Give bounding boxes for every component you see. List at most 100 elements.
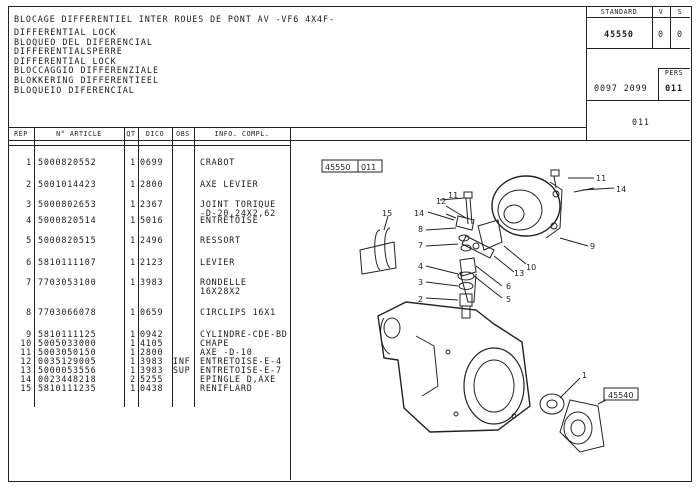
row-dico: 4105 [140, 338, 164, 348]
row-rep: 4 [26, 215, 32, 225]
row-article: 5000820515 [38, 235, 97, 245]
row-info: CYLINDRE-CDE-BD [200, 329, 288, 339]
col-header-article: N° ARTICLE [56, 130, 102, 138]
corner-rule [658, 68, 690, 69]
pers-value: 011 [665, 83, 683, 93]
v-value: 0 [658, 29, 664, 39]
row-rep: 13 [20, 365, 32, 375]
row-qt: 2 [130, 374, 136, 384]
row-info: LEVIER [200, 257, 236, 267]
s-label: S [677, 8, 683, 16]
callout-1: 1 [582, 371, 587, 380]
row-article: 5000053556 [38, 365, 97, 375]
page-ref: 011 [632, 117, 650, 127]
cylinder-part [491, 175, 561, 237]
col-header-qt: QT [126, 130, 136, 138]
row-article: 5000802653 [38, 199, 97, 209]
row-qt: 1 [130, 307, 136, 317]
callout-14b: 14 [414, 209, 424, 218]
corner-rule [658, 68, 659, 100]
col-header-rep: REP [14, 130, 28, 138]
row-rep: 3 [26, 199, 32, 209]
row-article: 7703066078 [38, 307, 97, 317]
breather-part [359, 241, 397, 275]
parts-sheet: BLOCAGE DIFFERENTIEL INTER ROUES DE PONT… [8, 6, 692, 482]
callout-2: 2 [418, 295, 423, 304]
row-article: 7703053100 [38, 277, 97, 287]
row-info: ENTRETOISE [200, 215, 259, 225]
corner-rule [586, 100, 690, 101]
chape-part [477, 219, 503, 251]
row-qt: 1 [130, 157, 136, 167]
col-divider [138, 127, 139, 407]
row-rep: 6 [26, 257, 32, 267]
row-article: 5005033000 [38, 338, 97, 348]
callout-7: 7 [418, 241, 423, 250]
language-title: BLOQUEO DEL DIFERENCIAL [14, 36, 153, 47]
row-info-extra: 16X28X2 [200, 286, 241, 296]
row-qt: 1 [130, 257, 136, 267]
callout-10: 10 [526, 263, 536, 272]
row-info: CIRCLIPS 16X1 [200, 307, 276, 317]
col-divider [194, 127, 195, 407]
row-rep: 10 [20, 338, 32, 348]
page-title: BLOCAGE DIFFERENTIEL INTER ROUES DE PONT… [14, 14, 335, 24]
row-dico: 2496 [140, 235, 164, 245]
exploded-diagram: 45550 011 45540 1 2 3 4 5 6 7 8 9 10 11 … [321, 159, 639, 453]
doc-number: 0097 2099 [594, 83, 648, 93]
header-bottom-rule [8, 140, 690, 141]
s-value: 0 [677, 29, 683, 39]
row-info: CHAPE [200, 338, 230, 348]
callout-15: 15 [382, 209, 392, 218]
col-divider [290, 127, 291, 480]
row-info-extra: -D-20,24X2,62 [200, 208, 276, 218]
callout-13: 13 [514, 269, 524, 278]
row-info: JOINT TORIQUE [200, 199, 276, 209]
callout-6: 6 [506, 282, 511, 291]
row-article: 5810111235 [38, 383, 97, 393]
row-qt: 1 [130, 365, 136, 375]
row-qt: 1 [130, 329, 136, 339]
language-title: DIFFERENTIALSPERRE [14, 46, 123, 57]
row-qt: 1 [130, 199, 136, 209]
callout-11: 11 [596, 174, 606, 183]
row-dico: 0438 [140, 383, 164, 393]
row-rep: 15 [20, 383, 32, 393]
row-rep: 9 [26, 329, 32, 339]
language-title: BLOKKERING DIFFERENTIEEL [14, 75, 160, 85]
callout-3: 3 [418, 278, 423, 287]
row-info: CRABOT [200, 157, 236, 167]
callout-5: 5 [506, 295, 511, 304]
v-label: V [658, 8, 664, 16]
row-qt: 1 [130, 215, 136, 225]
corner-rule [670, 6, 671, 48]
row-dico: 0699 [140, 157, 164, 167]
row-qt: 1 [130, 277, 136, 287]
callout-12: 12 [436, 197, 446, 206]
row-info: EPINGLE D,AXE [200, 374, 276, 384]
language-title: BLOQUEIO DIFERENCIAL [14, 84, 135, 95]
row-obs: INF [173, 356, 191, 366]
row-dico: 3983 [140, 356, 164, 366]
row-info: ENTRETOISE-E-7 [200, 365, 282, 375]
ref-label-b: 011 [361, 163, 376, 172]
callout-8: 8 [418, 225, 423, 234]
row-qt: 1 [130, 347, 136, 357]
ref-box-45540 [603, 387, 639, 401]
row-dico: 2123 [140, 257, 164, 267]
callout-4: 4 [418, 262, 423, 271]
row-rep: 11 [20, 347, 32, 357]
row-article: 5003050150 [38, 347, 97, 357]
language-title: BLOCCAGGIO DIFFERENZIALE [14, 65, 160, 76]
row-dico: 5016 [140, 215, 164, 225]
standard-value: 45550 [604, 29, 634, 39]
row-dico: 0942 [140, 329, 164, 339]
row-article: 5810111107 [38, 257, 97, 267]
col-header-obs: OBS [176, 130, 190, 138]
ref-label-a: 45550 [325, 163, 350, 172]
col-divider [124, 127, 125, 407]
row-info: RESSORT [200, 235, 241, 245]
callout-9: 9 [590, 242, 595, 251]
row-rep: 8 [26, 307, 32, 317]
header-sub-rule [8, 145, 290, 146]
